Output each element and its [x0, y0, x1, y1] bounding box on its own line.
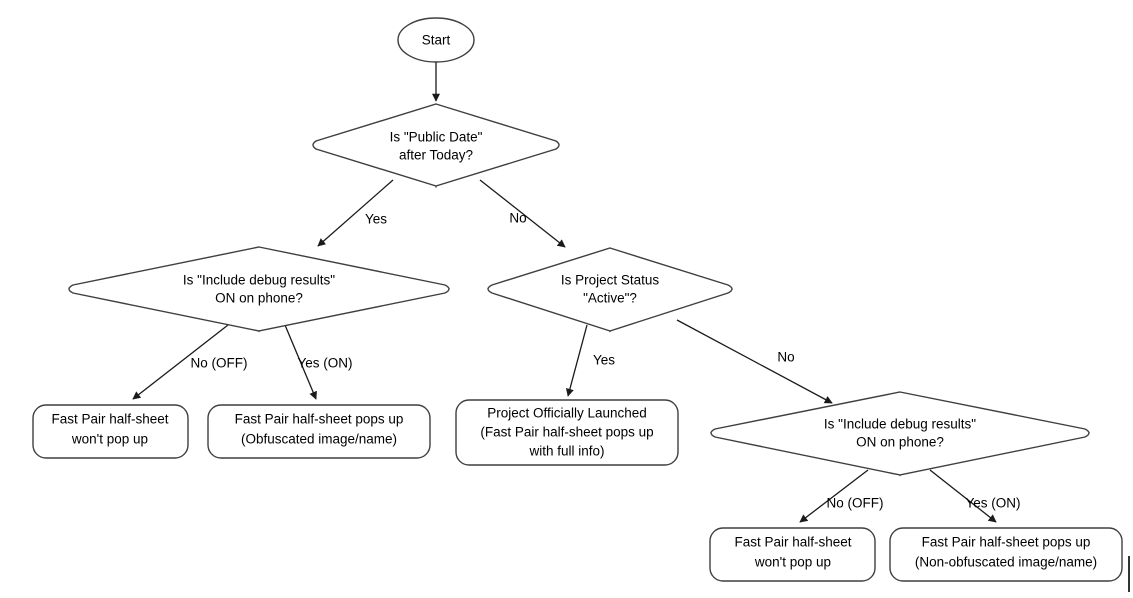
public-date-diamond [312, 103, 560, 188]
debug-left-line2: ON on phone? [215, 291, 303, 306]
node-result-left-off[interactable]: Fast Pair half-sheet won't pop up [32, 404, 189, 459]
edge-debug-left-on [284, 324, 317, 400]
project-status-line1: Is Project Status [561, 273, 660, 288]
result-left-off-line2: won't pop up [71, 432, 148, 447]
edge-debug-right-off [799, 469, 869, 523]
result-launched-line2: (Fast Pair half-sheet pops up [480, 425, 653, 440]
result-right-on-line2: (Non-obfuscated image/name) [915, 555, 1097, 570]
result-launched-line1: Project Officially Launched [487, 406, 647, 421]
node-decision-public-date[interactable]: Is "Public Date" after Today? [312, 103, 560, 188]
debug-left-diamond [68, 246, 450, 333]
result-right-off-box [709, 527, 876, 582]
result-left-on-line1: Fast Pair half-sheet pops up [235, 412, 404, 427]
edge-label-project-status-no: No [777, 350, 794, 365]
edge-label-debug-right-on: Yes (ON) [965, 496, 1020, 511]
result-launched-box [455, 399, 679, 466]
project-status-line2: "Active"? [583, 291, 637, 306]
node-result-left-on[interactable]: Fast Pair half-sheet pops up (Obfuscated… [207, 404, 431, 459]
debug-right-line1: Is "Include debug results" [824, 417, 976, 432]
edge-labels-layer: Yes No No (OFF) Yes (ON) Yes No No (OFF)… [191, 211, 1021, 511]
node-start[interactable]: Start [397, 17, 475, 63]
result-right-off-line2: won't pop up [754, 555, 831, 570]
edges-layer [132, 60, 997, 523]
node-result-launched[interactable]: Project Officially Launched (Fast Pair h… [455, 399, 679, 466]
edge-label-debug-left-off: No (OFF) [191, 356, 248, 371]
result-right-on-line1: Fast Pair half-sheet pops up [922, 535, 1091, 550]
public-date-line2: after Today? [399, 148, 473, 163]
node-decision-project-status[interactable]: Is Project Status "Active"? [487, 247, 733, 333]
project-status-diamond [487, 247, 733, 333]
result-right-on-box [889, 527, 1123, 582]
start-label: Start [422, 33, 451, 48]
start-ellipse [397, 17, 475, 63]
edge-label-debug-right-off: No (OFF) [827, 496, 884, 511]
debug-right-diamond [710, 391, 1090, 477]
debug-right-line2: ON on phone? [856, 435, 944, 450]
edge-public-date-no [479, 179, 566, 248]
node-result-right-on[interactable]: Fast Pair half-sheet pops up (Non-obfusc… [889, 527, 1123, 582]
result-launched-line3: with full info) [528, 444, 604, 459]
node-decision-debug-right[interactable]: Is "Include debug results" ON on phone? [710, 391, 1090, 477]
edge-project-status-yes [565, 324, 588, 397]
edge-label-debug-left-on: Yes (ON) [297, 356, 352, 371]
node-decision-debug-left[interactable]: Is "Include debug results" ON on phone? [68, 246, 450, 333]
debug-left-line1: Is "Include debug results" [183, 273, 335, 288]
result-right-off-line1: Fast Pair half-sheet [734, 535, 851, 550]
result-left-on-line2: (Obfuscated image/name) [241, 432, 397, 447]
result-left-off-box [32, 404, 189, 459]
edge-public-date-yes [317, 179, 394, 247]
result-left-on-box [207, 404, 431, 459]
edge-debug-right-on [929, 469, 997, 523]
public-date-line1: Is "Public Date" [390, 130, 483, 145]
edge-label-public-date-no: No [509, 211, 526, 226]
edge-label-public-date-yes: Yes [365, 212, 387, 227]
edge-label-project-status-yes: Yes [593, 353, 615, 368]
result-left-off-line1: Fast Pair half-sheet [51, 412, 168, 427]
edge-project-status-no [676, 319, 833, 404]
node-result-right-off[interactable]: Fast Pair half-sheet won't pop up [709, 527, 876, 582]
edge-debug-left-off [132, 324, 229, 400]
